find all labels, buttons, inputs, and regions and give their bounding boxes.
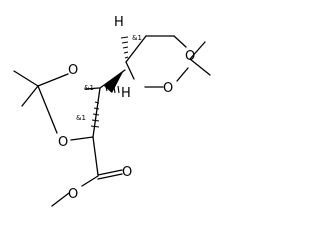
hash-line xyxy=(91,119,100,122)
hash-line xyxy=(124,56,129,59)
hashed-bond-mid-h xyxy=(105,85,120,94)
atom-label-oxygen: O xyxy=(68,63,78,78)
wedge-bond xyxy=(104,70,124,93)
hash-line xyxy=(120,36,129,39)
hash-line xyxy=(93,107,100,110)
atom-label-oxygen: O xyxy=(163,81,173,96)
bond xyxy=(189,41,206,60)
hash-line xyxy=(123,51,129,54)
hash-line xyxy=(90,125,100,128)
hash-line xyxy=(113,86,116,94)
lower-dioxolane-ring xyxy=(13,70,101,141)
molecule-drawing: O O O O O O H H &1 &1 &1 xyxy=(13,15,211,207)
hash-line xyxy=(109,86,112,93)
structure-diagram: O O O O O O H H &1 &1 &1 xyxy=(13,15,211,207)
bond xyxy=(81,175,99,187)
bond xyxy=(97,173,123,180)
bond xyxy=(37,85,58,134)
bond xyxy=(125,61,135,80)
bond xyxy=(92,87,101,138)
atom-label-hydrogen: H xyxy=(114,15,124,30)
atom-label-oxygen: O xyxy=(68,187,78,202)
bond xyxy=(21,85,39,107)
bond xyxy=(37,73,69,87)
stereo-label: &1 xyxy=(76,114,86,122)
bond xyxy=(176,67,189,82)
hashed-bond-low-c xyxy=(90,101,100,128)
hash-line xyxy=(121,41,129,44)
bond xyxy=(92,136,99,176)
bond xyxy=(70,136,94,141)
bond xyxy=(189,58,211,76)
bond xyxy=(97,169,123,176)
hash-line xyxy=(122,46,129,49)
bond xyxy=(173,35,187,48)
atom-label-hydrogen: H xyxy=(121,86,131,101)
bond xyxy=(84,87,100,90)
hash-line xyxy=(94,101,100,104)
stereo-label: &1 xyxy=(84,84,94,92)
atom-label-oxygen: O xyxy=(122,165,132,180)
bond xyxy=(13,70,39,87)
ester-group xyxy=(51,69,126,207)
atom-label-oxygen: O xyxy=(185,49,195,64)
hash-line xyxy=(105,86,108,92)
hash-line xyxy=(117,85,120,94)
stereo-label: &1 xyxy=(132,34,142,42)
bond xyxy=(125,35,147,63)
hash-line xyxy=(92,113,100,116)
bond xyxy=(51,192,70,207)
hashed-bond-top-h xyxy=(120,36,129,59)
upper-dioxolane-ring xyxy=(125,35,211,88)
atom-label-oxygen: O xyxy=(58,135,68,150)
